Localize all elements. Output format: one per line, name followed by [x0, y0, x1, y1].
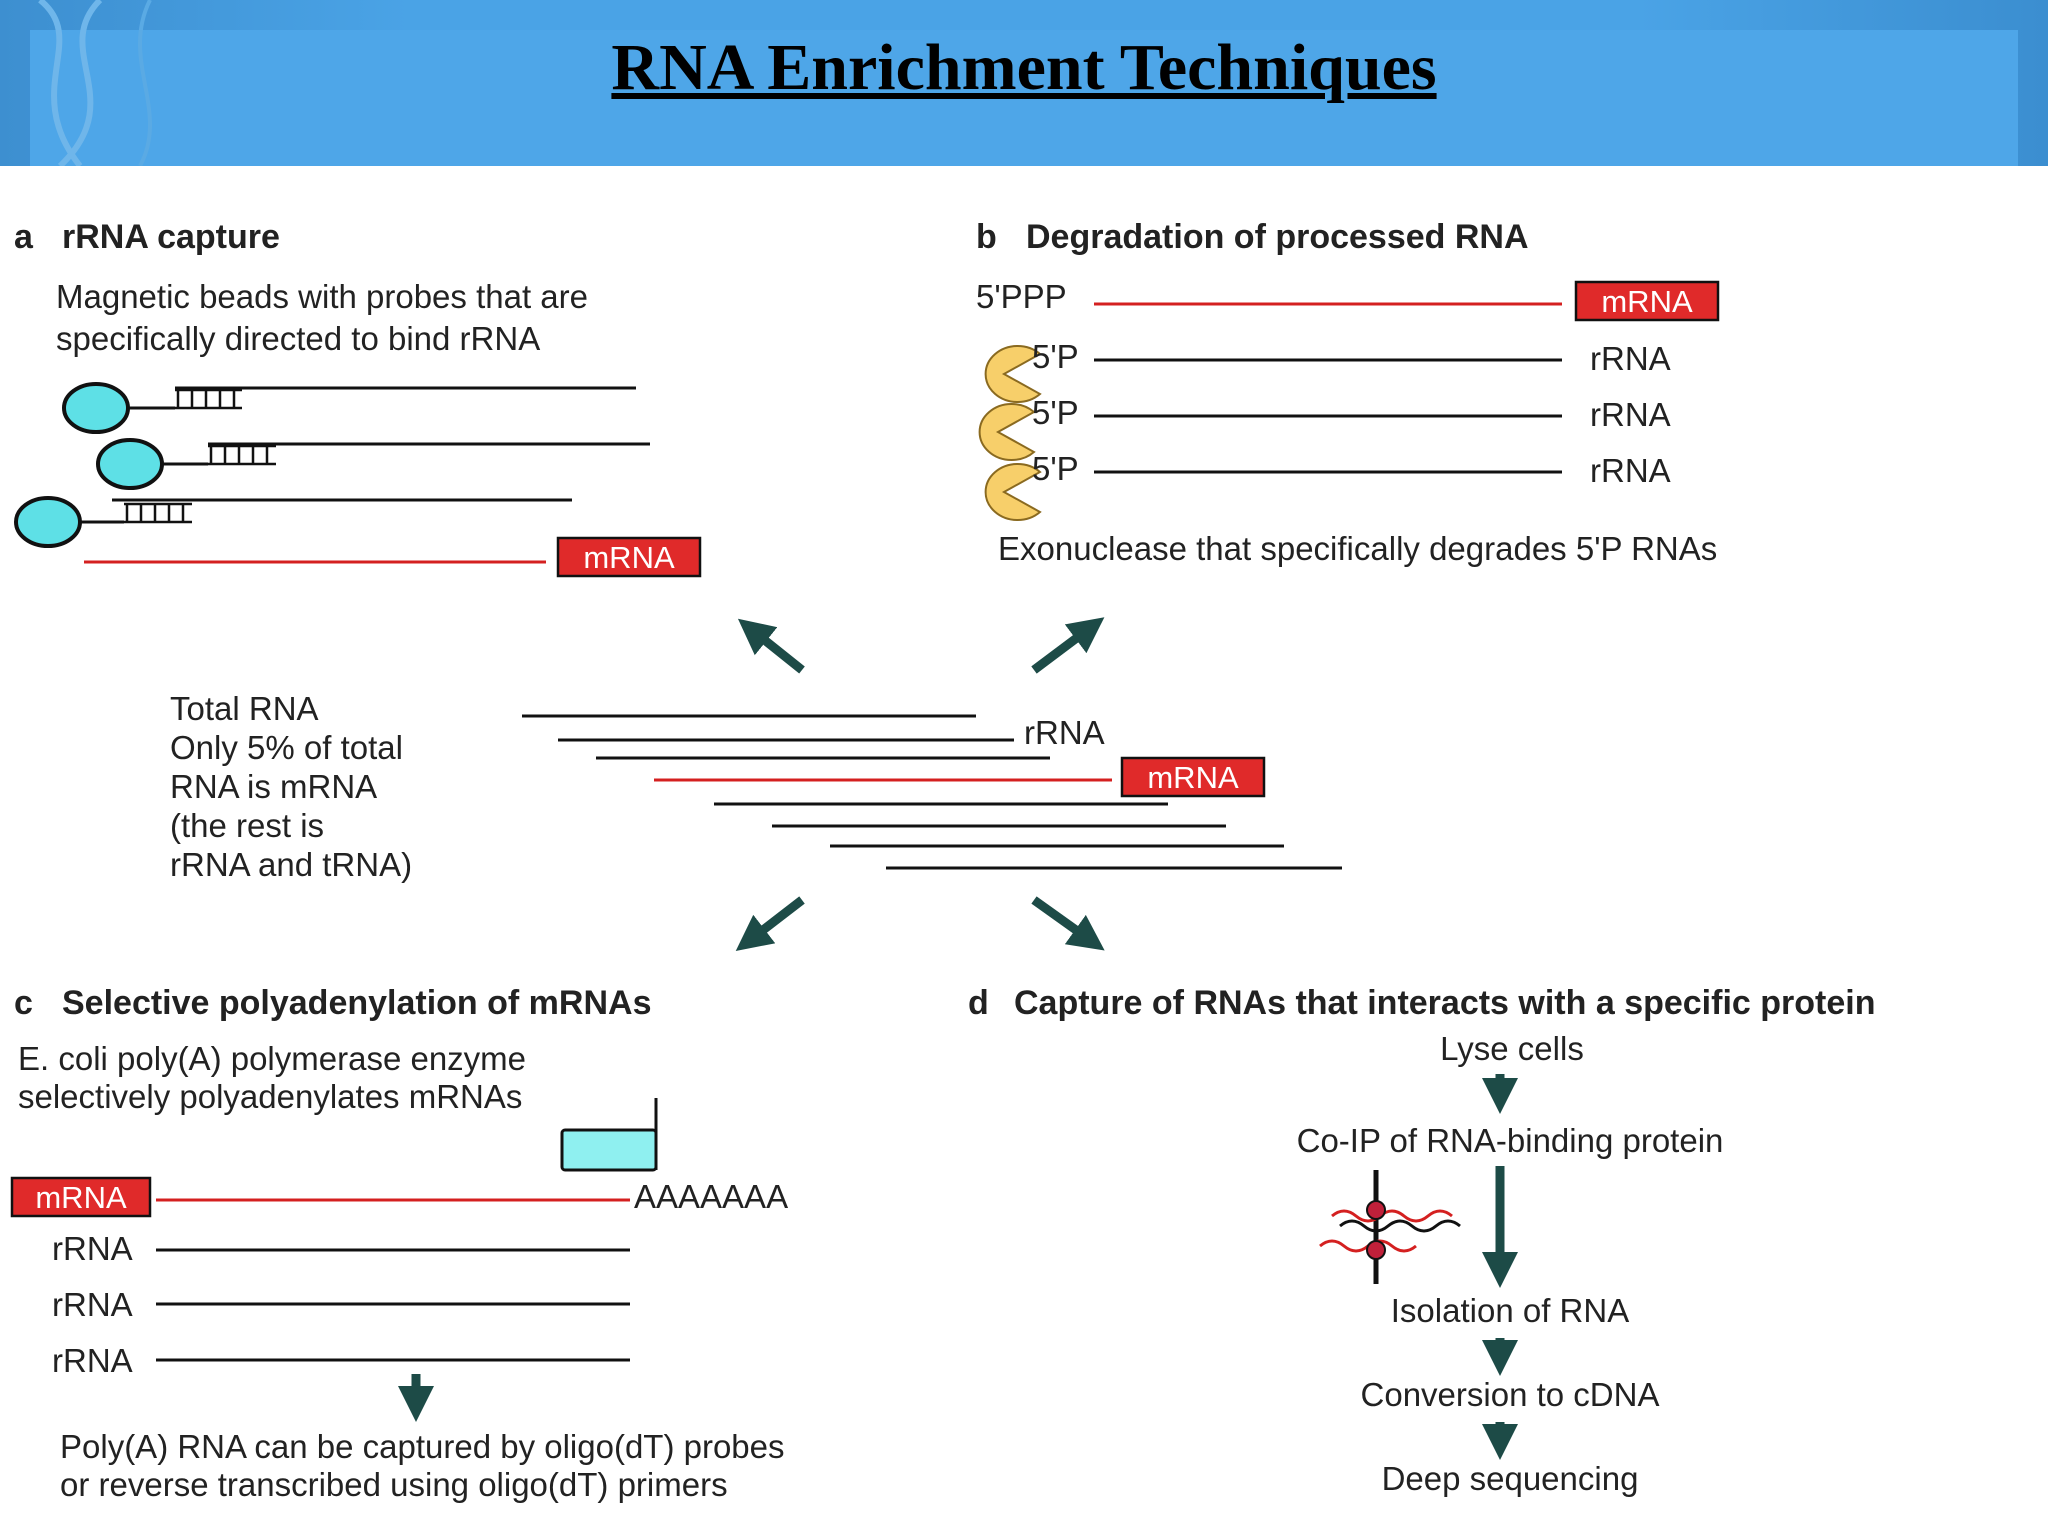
center-total-rna: Total RNA Only 5% of total RNA is mRNA (… — [170, 617, 1342, 951]
panel-b-letter: b — [976, 218, 997, 256]
panel-a-desc-1: Magnetic beads with probes that are — [56, 278, 588, 315]
step-co-ip: Co-IP of RNA-binding protein — [1297, 1122, 1724, 1159]
mrna-label: mRNA — [583, 540, 675, 575]
mrna-box — [1574, 280, 1720, 322]
panel-c: c Selective polyadenylation of mRNAs E. … — [10, 984, 788, 1503]
cap-5ppp-label: 5'PPP — [976, 278, 1067, 315]
exonuclease-icon — [978, 403, 1036, 461]
center-line-1: Total RNA — [170, 690, 319, 727]
mrna-label: mRNA — [35, 1180, 127, 1215]
arrow-to-c-icon — [735, 896, 805, 951]
arrow-to-b-icon — [1031, 617, 1105, 674]
panel-c-caption-2: or reverse transcribed using oligo(dT) p… — [60, 1466, 728, 1503]
magnetic-bead-icon — [14, 496, 82, 548]
panel-d: d Capture of RNAs that interacts with a … — [968, 984, 1875, 1497]
panel-c-heading: Selective polyadenylation of mRNAs — [62, 984, 652, 1022]
header-banner — [0, 0, 2048, 166]
probe-icon — [124, 502, 192, 524]
panel-d-letter: d — [968, 984, 989, 1022]
exonuclease-icon — [984, 463, 1042, 521]
mrna-box — [1120, 756, 1266, 798]
step-conversion: Conversion to cDNA — [1361, 1376, 1660, 1413]
polymerase-enzyme-icon — [560, 1128, 658, 1172]
dna-helix-decoration — [38, 0, 152, 166]
arrow-to-a-icon — [737, 618, 805, 674]
probe-icon — [175, 388, 242, 410]
panel-a-desc-2: specifically directed to bind rRNA — [56, 320, 540, 357]
magnetic-bead-icon — [62, 382, 130, 434]
step-isolation: Isolation of RNA — [1391, 1292, 1629, 1329]
rrna-label: rRNA — [1590, 340, 1671, 377]
cap-5p-label: 5'P — [1032, 394, 1079, 431]
mrna-box — [10, 1176, 152, 1218]
rrna-label: rRNA — [52, 1230, 133, 1267]
cap-5p-label: 5'P — [1032, 338, 1079, 375]
cap-5p-label: 5'P — [1032, 450, 1079, 487]
rna-protein-complex-icon — [1319, 1170, 1461, 1284]
exonuclease-icon — [984, 345, 1042, 403]
rrna-label: rRNA — [1590, 452, 1671, 489]
center-line-4: (the rest is — [170, 807, 324, 844]
header-bar — [30, 30, 2018, 166]
panel-b: b Degradation of processed RNA 5'PPP mRN… — [976, 218, 1720, 567]
probe-icon — [208, 444, 276, 466]
mrna-label: mRNA — [1601, 284, 1693, 319]
panel-a-letter: a — [14, 218, 34, 256]
arrow-to-d-icon — [1031, 896, 1105, 951]
panel-c-caption-1: Poly(A) RNA can be captured by oligo(dT)… — [60, 1428, 785, 1465]
step-deep-sequencing: Deep sequencing — [1382, 1460, 1639, 1497]
panel-a-heading: rRNA capture — [62, 218, 280, 256]
center-line-3: RNA is mRNA — [170, 768, 377, 805]
panel-b-heading: Degradation of processed RNA — [1026, 218, 1529, 256]
rrna-label: rRNA — [52, 1286, 133, 1323]
mrna-box — [556, 536, 702, 578]
rrna-label: rRNA — [52, 1342, 133, 1379]
polya-tail: AAAAAAA — [634, 1178, 788, 1215]
magnetic-bead-icon — [96, 438, 164, 490]
center-line-2: Only 5% of total — [170, 729, 403, 766]
center-mrna-label: mRNA — [1147, 760, 1239, 795]
panel-a: a rRNA capture Magnetic beads with probe… — [14, 218, 702, 578]
panel-d-heading: Capture of RNAs that interacts with a sp… — [1014, 984, 1875, 1022]
rrna-label: rRNA — [1590, 396, 1671, 433]
panel-c-letter: c — [14, 984, 33, 1022]
panel-b-caption: Exonuclease that specifically degrades 5… — [998, 530, 1717, 567]
page-title: RNA Enrichment Techniques — [611, 31, 1437, 104]
center-rrna-label: rRNA — [1024, 714, 1105, 751]
center-line-5: rRNA and tRNA) — [170, 846, 412, 883]
panel-c-desc-1: E. coli poly(A) polymerase enzyme — [18, 1040, 526, 1077]
panel-c-desc-2: selectively polyadenylates mRNAs — [18, 1078, 522, 1115]
step-lyse-cells: Lyse cells — [1440, 1030, 1584, 1067]
